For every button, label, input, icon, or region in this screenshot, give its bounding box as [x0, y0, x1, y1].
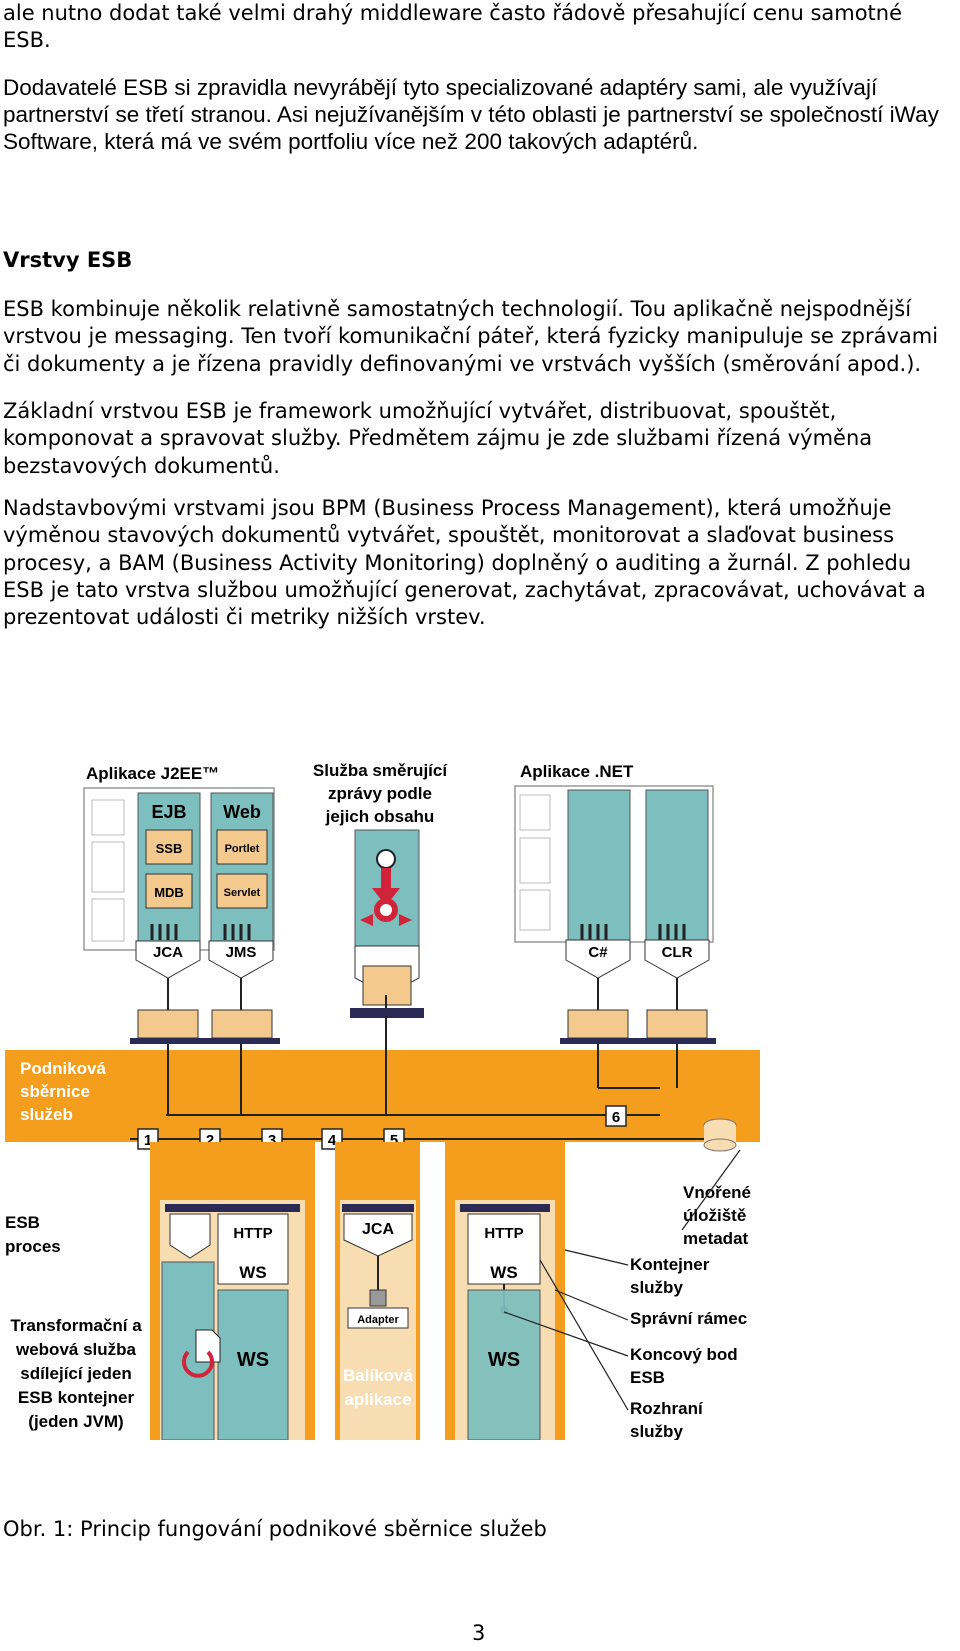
- transform-label-line5: (jeden JVM): [28, 1412, 123, 1431]
- ejb-label: EJB: [151, 802, 186, 822]
- marker-6: 6: [612, 1109, 620, 1126]
- legend-container-line2: služby: [630, 1278, 683, 1297]
- servlet-label: Servlet: [224, 887, 261, 899]
- esb-container-right: HTTP WS WS: [445, 1142, 565, 1440]
- marker-3: 3: [268, 1132, 276, 1149]
- paragraph-3: ESB kombinuje několik relativně samostat…: [3, 297, 939, 376]
- web-label: Web: [223, 802, 261, 822]
- esb-container-middle: JCA Adapter Balíková aplikace: [335, 1142, 420, 1440]
- jca-bottom-label: JCA: [362, 1221, 394, 1238]
- esb-process-line2: proces: [5, 1237, 61, 1256]
- transform-arrow-icon: [182, 1350, 214, 1378]
- legend-metadata-line2: úložiště: [683, 1206, 746, 1225]
- legend-interface-line1: Rozhraní: [630, 1399, 704, 1418]
- ws-label-2: WS: [490, 1263, 517, 1282]
- figure-caption: Obr. 1: Princip fungování podnikové sběr…: [3, 1517, 547, 1541]
- routing-title-line2: zprávy podle: [328, 784, 432, 803]
- legend-interface-line2: služby: [630, 1422, 683, 1440]
- legend-endpoint-line2: ESB: [630, 1368, 665, 1387]
- legend-leaders: [503, 1149, 741, 1411]
- section-heading: Vrstvy ESB: [3, 248, 133, 272]
- net-app-box: C# CLR: [514, 785, 716, 1044]
- ws-label-1: WS: [239, 1263, 266, 1282]
- csharp-label: C#: [588, 944, 608, 961]
- paragraph-1: ale nutno dodat také velmi drahý middlew…: [3, 1, 903, 53]
- packaged-app-line2: aplikace: [344, 1390, 411, 1409]
- net-title: Aplikace .NET: [520, 762, 634, 781]
- mdb-label: MDB: [154, 885, 184, 900]
- http-label-1: HTTP: [233, 1225, 272, 1242]
- marker-4: 4: [328, 1132, 337, 1149]
- bus-label-line2: sběrnice: [20, 1082, 90, 1101]
- document-icon: [195, 1329, 221, 1363]
- ws-big-label-2: WS: [488, 1349, 520, 1371]
- transform-label-line1: Transformační a: [10, 1316, 142, 1335]
- transform-label-line2: webová služba: [15, 1340, 137, 1359]
- esb-container-left: HTTP WS WS: [150, 1142, 315, 1440]
- esb-process-line1: ESB: [5, 1213, 40, 1232]
- legend: Vnořené úložiště metadat Kontejner služb…: [630, 1183, 751, 1440]
- legend-endpoint-line1: Koncový bod: [630, 1345, 738, 1364]
- j2ee-title: Aplikace J2EE™: [86, 764, 219, 783]
- clr-label: CLR: [662, 944, 693, 961]
- marker-1: 1: [144, 1132, 152, 1149]
- bus-label-line1: Podniková: [20, 1059, 107, 1078]
- legend-container-line1: Kontejner: [630, 1255, 710, 1274]
- packaged-app-line1: Balíková: [343, 1366, 413, 1385]
- bus-label-line3: služeb: [20, 1105, 73, 1124]
- page-number: 3: [472, 1621, 486, 1645]
- transform-label-line4: ESB kontejner: [18, 1388, 135, 1407]
- paragraph-4: Základní vrstvou ESB je framework umožňu…: [3, 399, 873, 478]
- legend-metadata-line3: metadat: [683, 1229, 749, 1248]
- service-bus-band: Podniková sběrnice služeb 1 2 3: [5, 1016, 760, 1176]
- legend-metadata-line1: Vnořené: [683, 1183, 751, 1202]
- marker-6-box: [605, 1105, 627, 1127]
- transform-label: Transformační a webová služba sdílející …: [10, 1316, 142, 1431]
- adapter-label: Adapter: [357, 1314, 399, 1326]
- routing-title-line1: Služba směrující: [313, 761, 448, 780]
- transform-label-line3: sdílející jeden: [20, 1364, 132, 1383]
- routing-service: [350, 829, 424, 1018]
- legend-management-frame: Správní rámec: [630, 1309, 747, 1328]
- marker-5: 5: [390, 1132, 398, 1149]
- jms-label: JMS: [226, 944, 257, 961]
- paragraph-2: Dodavatelé ESB si zpravidla nevyrábějí t…: [3, 75, 939, 154]
- jca-top-label: JCA: [153, 944, 183, 961]
- ssb-label: SSB: [156, 841, 183, 856]
- ws-big-label-1: WS: [237, 1349, 269, 1371]
- http-label-2: HTTP: [484, 1225, 523, 1242]
- routing-title-line3: jejich obsahu: [325, 807, 435, 826]
- j2ee-app-box: EJB Web SSB MDB Portlet Servlet JCA JMS: [83, 787, 280, 1044]
- marker-2: 2: [206, 1132, 214, 1149]
- esb-architecture-diagram: Aplikace J2EE™ Služba směrující zprávy p…: [5, 761, 760, 1440]
- paragraph-5: Nadstavbovými vrstvami jsou BPM (Busines…: [3, 496, 926, 630]
- portlet-label: Portlet: [225, 843, 260, 855]
